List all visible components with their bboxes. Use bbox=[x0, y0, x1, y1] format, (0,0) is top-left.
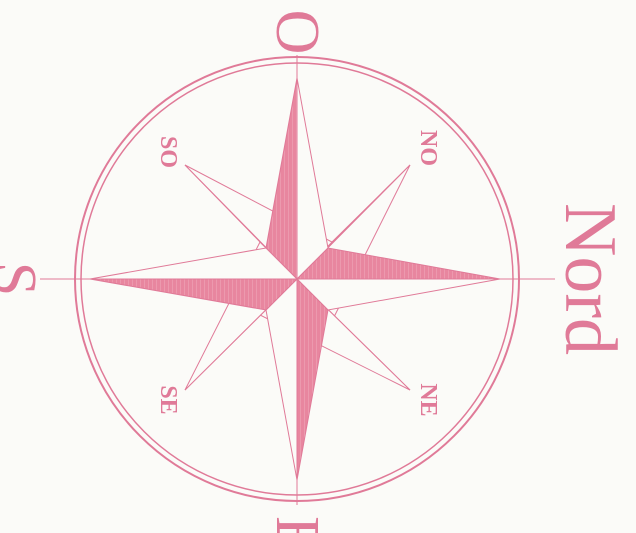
label-northeast: NE bbox=[415, 383, 441, 416]
label-west: O bbox=[263, 10, 331, 55]
point-right-light bbox=[297, 279, 500, 310]
label-east: E bbox=[263, 516, 331, 533]
label-north: Nord bbox=[549, 203, 631, 355]
label-northwest: NO bbox=[415, 130, 441, 166]
point-bottom-light bbox=[266, 279, 297, 480]
label-southwest: SO bbox=[155, 136, 181, 168]
point-bottom-dark bbox=[297, 279, 328, 480]
point-right-dark bbox=[297, 248, 500, 279]
point-top-dark bbox=[266, 78, 297, 279]
label-south: S bbox=[0, 262, 48, 296]
point-top-light bbox=[297, 78, 328, 279]
point-left-dark bbox=[90, 279, 297, 310]
point-left-light bbox=[90, 248, 297, 279]
label-southeast: SE bbox=[155, 385, 181, 414]
